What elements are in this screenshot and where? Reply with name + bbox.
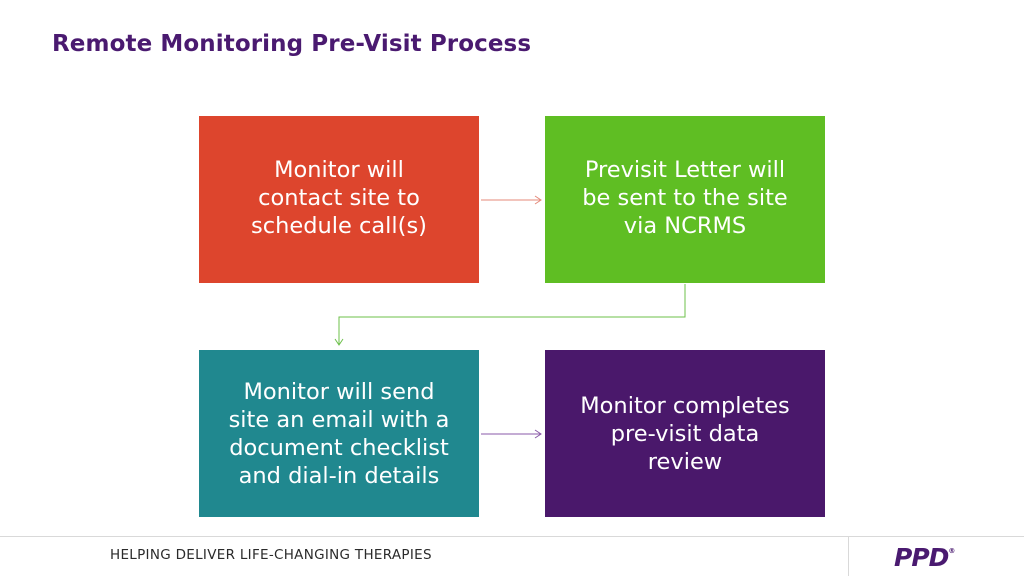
arrow-step1-to-step2: [481, 195, 542, 205]
step-2-text: Previsit Letter will be sent to the site…: [582, 157, 788, 239]
step-4-text: Monitor completes pre-visit data review: [580, 392, 790, 475]
footer-vertical-divider: [848, 537, 849, 576]
arrow-step3-to-step4: [481, 429, 542, 439]
footer-divider: [0, 536, 1024, 537]
step-4-box: Monitor completes pre-visit data review: [545, 350, 825, 517]
step-3-text: Monitor will send site an email with a d…: [228, 378, 450, 489]
page-title: Remote Monitoring Pre-Visit Process: [52, 31, 532, 57]
step-1-text: Monitor will contact site to schedule ca…: [251, 157, 427, 239]
footer-tagline: HELPING DELIVER LIFE-CHANGING THERAPIES: [110, 547, 432, 563]
step-3-box: Monitor will send site an email with a d…: [199, 350, 479, 517]
ppd-logo: PPD®: [894, 543, 956, 572]
registered-mark: ®: [948, 547, 956, 555]
ppd-logo-text: PPD: [894, 543, 949, 572]
arrow-step2-to-step3: [334, 284, 686, 346]
step-2-box: Previsit Letter will be sent to the site…: [545, 116, 825, 283]
step-1-box: Monitor will contact site to schedule ca…: [199, 116, 479, 283]
